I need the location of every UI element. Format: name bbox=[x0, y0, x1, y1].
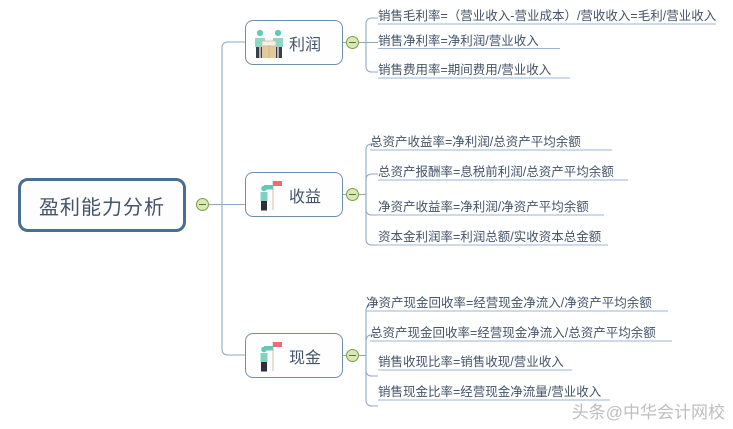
watermark: 头条@中华会计网校 bbox=[571, 403, 725, 422]
person-with-flag-icon bbox=[251, 178, 287, 212]
leaf-item[interactable]: 总资产报酬率=息税前利润/总资产平均余额 bbox=[378, 165, 614, 179]
root-node-label: 盈利能力分析 bbox=[39, 196, 165, 219]
collapse-toggle-returns[interactable] bbox=[346, 188, 359, 201]
two-people-with-box-icon bbox=[251, 26, 287, 60]
branch-node-label: 利润 bbox=[289, 36, 322, 54]
leaf-item[interactable]: 总资产收益率=净利润/总资产平均余额 bbox=[370, 135, 581, 149]
leaf-item[interactable]: 资本金利润率=利润总额/实收资本总金额 bbox=[378, 230, 602, 244]
collapse-toggle-root[interactable] bbox=[196, 198, 209, 211]
branch-node-profit[interactable]: 利润 bbox=[245, 20, 343, 65]
branch-node-label: 收益 bbox=[289, 188, 322, 206]
branch-node-returns[interactable]: 收益 bbox=[245, 172, 343, 217]
person-with-flag-icon bbox=[251, 339, 287, 373]
leaf-item[interactable]: 总资产现金回收率=经营现金净流入/总资产平均余额 bbox=[370, 326, 656, 340]
collapse-toggle-cash[interactable] bbox=[346, 349, 359, 362]
leaf-item[interactable]: 净资产收益率=净利润/净资产平均余额 bbox=[378, 200, 589, 214]
leaf-item[interactable]: 销售净利率=净利润/营业收入 bbox=[378, 34, 539, 48]
leaf-item[interactable]: 销售收现比率=销售收现/营业收入 bbox=[378, 355, 564, 369]
leaf-item[interactable]: 净资产现金回收率=经营现金净流入/净资产平均余额 bbox=[366, 296, 652, 310]
leaf-item[interactable]: 销售费用率=期间费用/营业收入 bbox=[378, 63, 552, 77]
leaf-item[interactable]: 销售毛利率=（营业收入-营业成本）/营收收入=毛利/营业收入 bbox=[378, 9, 717, 23]
branch-node-label: 现金 bbox=[289, 349, 322, 367]
leaf-item[interactable]: 销售现金比率=经营现金净流量/营业收入 bbox=[378, 385, 602, 399]
collapse-toggle-profit[interactable] bbox=[346, 36, 359, 49]
branch-node-cash[interactable]: 现金 bbox=[245, 333, 343, 378]
root-node[interactable]: 盈利能力分析 bbox=[18, 178, 186, 232]
